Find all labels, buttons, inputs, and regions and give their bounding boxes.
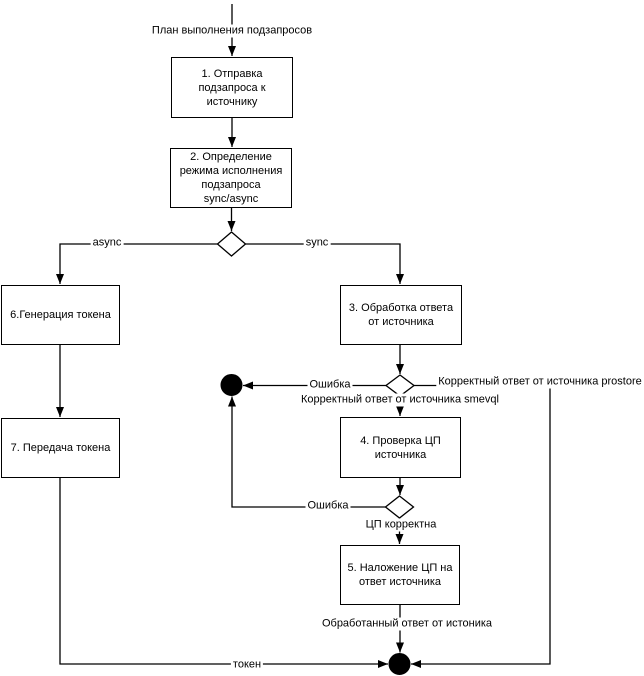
edge-sync-to-step3 (245, 243, 404, 284)
node-step1: 1. Отправка подзапроса к источнику (171, 57, 293, 118)
edge-label-error-lower: Ошибка (305, 499, 351, 513)
edge-async-to-step6 (56, 243, 218, 284)
node-step4: 4. Проверка ЦП источника (340, 417, 461, 478)
node-step6: 6.Генерация токена (1, 285, 120, 345)
node-step7: 7. Передача токена (1, 418, 120, 478)
edge-label-prostore: Корректный ответ от источника prostore (436, 375, 644, 389)
edge-label-sync: sync (303, 236, 331, 250)
edge-label-start: План выполнения подзапросов (149, 24, 315, 38)
edge-label-token: токен (230, 658, 264, 672)
edge-token-to-final (59, 478, 388, 668)
decision-sync-async (216, 231, 247, 257)
terminal-node-error (220, 374, 243, 396)
node-step5: 5. Наложение ЦП на ответ источника (340, 545, 460, 605)
node-step3: 3. Обработка ответа от источника (340, 285, 462, 345)
edge-label-processed: Обработанный ответ от истоника (319, 617, 495, 631)
edge-label-error-upper: Ошибка (307, 378, 353, 392)
decision-signature-check (384, 495, 415, 519)
node-step2: 2. Определение режима исполнения подзапр… (170, 148, 292, 208)
edge-label-cp-valid: ЦП корректна (363, 518, 439, 532)
terminal-node-final (388, 653, 411, 675)
edge-label-smevql: Корректный ответ от источника smevql (299, 393, 501, 407)
edge-label-async: async (90, 236, 124, 250)
